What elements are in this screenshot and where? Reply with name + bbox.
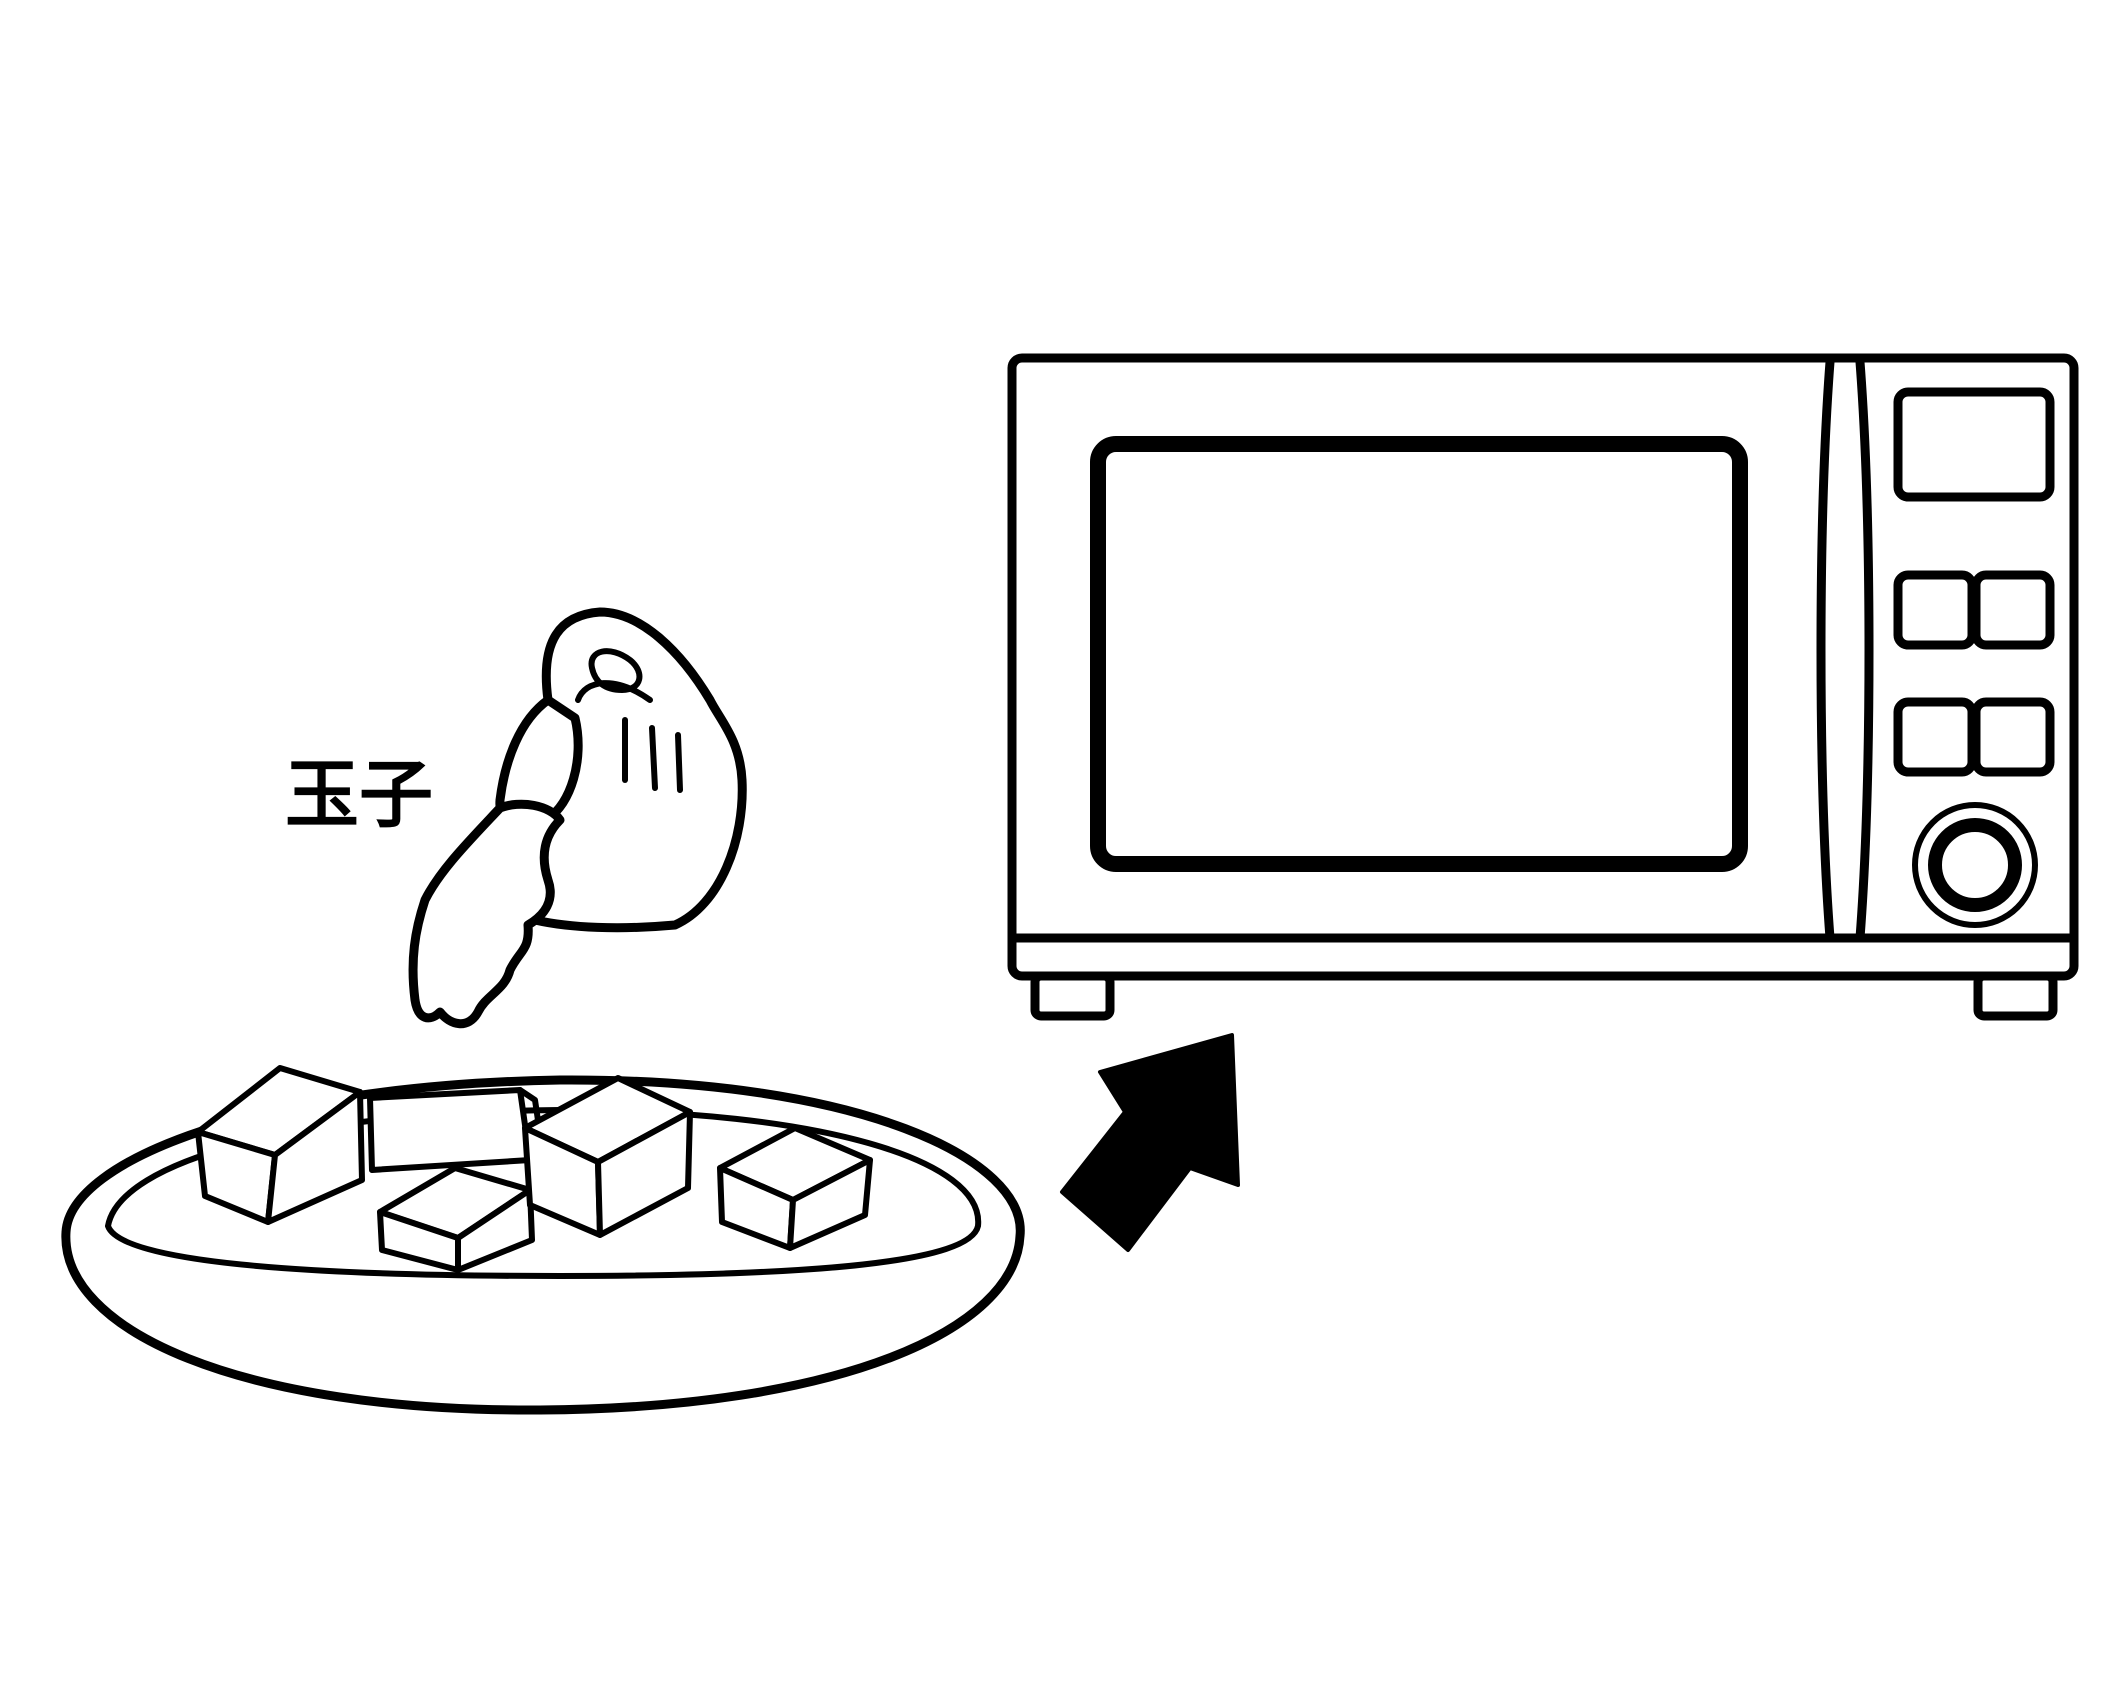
microwave-icon <box>1007 353 2079 1021</box>
egg-stream <box>408 799 565 1029</box>
arrow-up-right-icon <box>1060 1033 1240 1252</box>
microwave-button <box>1971 570 2055 650</box>
microwave-foot-left <box>1030 971 1115 1021</box>
microwave-foot-right <box>1973 971 2058 1021</box>
microwave-button <box>1971 697 2055 777</box>
tofu-cube-icon <box>377 1165 535 1273</box>
tofu-cube-icon <box>367 1087 548 1173</box>
dial-knob <box>1928 818 2022 912</box>
tofu-cube-icon <box>717 1125 873 1251</box>
microwave-button <box>1893 697 1977 777</box>
microwave-display <box>1893 387 2055 502</box>
microwave-button <box>1893 570 1977 650</box>
egg-label: 玉子 <box>285 752 433 838</box>
microwave-window <box>1090 436 1748 872</box>
tofu-cubes <box>195 1065 873 1273</box>
tofu-cube-icon <box>522 1075 693 1238</box>
pouring-cup-icon <box>495 607 747 933</box>
dial-icon <box>1912 802 2038 928</box>
tofu-cube-icon <box>195 1065 365 1225</box>
